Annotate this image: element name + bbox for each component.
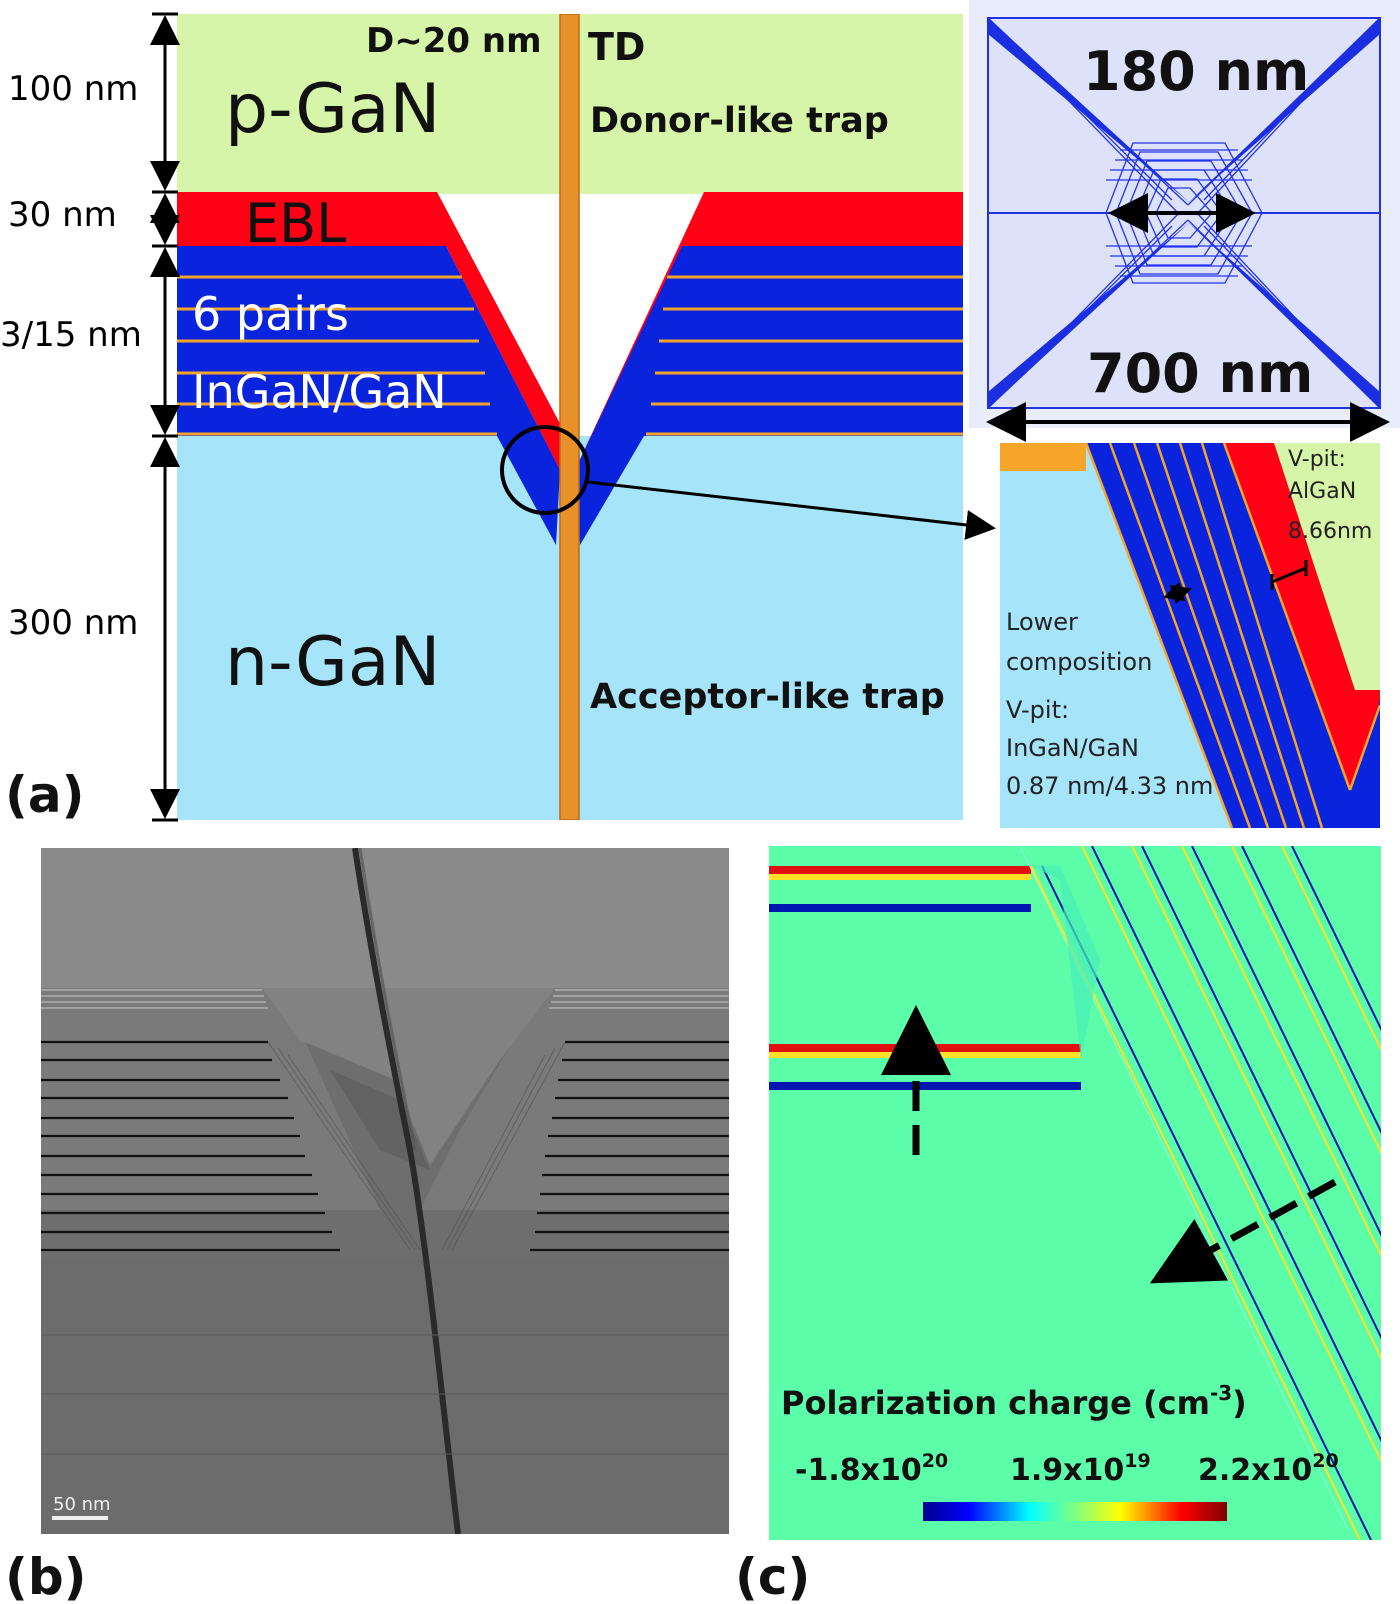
mqw-label-line2: InGaN/GaN — [192, 365, 447, 419]
panel-c-polarization-map — [769, 846, 1381, 1540]
td-label: TD — [588, 25, 645, 69]
zoom-vpit-algan-l2: AlGaN — [1288, 479, 1356, 504]
ebl-label: EBL — [245, 192, 346, 255]
colorbar-title: Polarization charge (cm-3) — [781, 1381, 1247, 1422]
zoom-circle — [500, 425, 590, 515]
zoom-vpit-ingan-l2: InGaN/GaN — [1006, 734, 1139, 762]
zoom-arrow — [587, 480, 996, 540]
td-diameter-label: D~20 nm — [366, 21, 542, 61]
tem-scale-bar — [52, 1516, 108, 1520]
inset-outer-width-label: 700 nm — [1087, 342, 1313, 405]
label-100nm: 100 nm — [8, 69, 138, 109]
donor-trap-label: Donor-like trap — [590, 101, 889, 141]
panel-b-tem-image — [41, 848, 729, 1534]
colorbar-tick-mid: 1.9x1019 — [1010, 1450, 1151, 1488]
thickness-dimension-bars — [150, 12, 180, 822]
tem-scale-label: 50 nm — [53, 1494, 111, 1515]
zoom-vpit-algan-l3: 8.66nm — [1288, 519, 1372, 544]
qw-barrier-lines — [177, 275, 963, 436]
threading-dislocation — [559, 14, 580, 820]
inset-top-mesh — [969, 0, 1400, 442]
mqw-left — [177, 246, 560, 545]
pc-arrow-diag — [1149, 1178, 1337, 1284]
colorbar-tick-min: -1.8x1020 — [795, 1450, 948, 1488]
zoom-vpit-ingan-l3: 0.87 nm/4.33 nm — [1006, 772, 1213, 800]
ebl-left — [177, 192, 590, 480]
label-3-15nm: 3/15 nm — [0, 315, 142, 355]
panel-a-tag: (a) — [5, 766, 84, 824]
panel-a-structure — [177, 14, 963, 820]
label-300nm: 300 nm — [8, 603, 138, 643]
zoom-vpit-algan-l1: V-pit: — [1288, 447, 1346, 472]
inset-inner-width-label: 180 nm — [1083, 40, 1309, 103]
n-gan-label: n-GaN — [225, 623, 440, 702]
label-30nm: 30 nm — [8, 195, 117, 235]
acceptor-trap-label: Acceptor-like trap — [590, 677, 945, 717]
panel-c-tag: (c) — [735, 1548, 810, 1604]
inset-zoom-structure — [1000, 443, 1380, 828]
tem-dislocation-line — [352, 848, 461, 1534]
zoom-lower-l2: composition — [1006, 648, 1152, 676]
colorbar — [923, 1502, 1227, 1521]
panel-b-tag: (b) — [5, 1548, 87, 1604]
zoom-lower-l1: Lower — [1006, 608, 1078, 636]
zoom-vpit-ingan-l1: V-pit: — [1006, 696, 1069, 724]
p-gan-label: p-GaN — [225, 70, 440, 149]
mqw-right — [575, 246, 963, 545]
colorbar-tick-max: 2.2x1020 — [1198, 1450, 1339, 1488]
ebl-right — [575, 192, 963, 480]
mqw-label-line1: 6 pairs — [192, 287, 349, 341]
